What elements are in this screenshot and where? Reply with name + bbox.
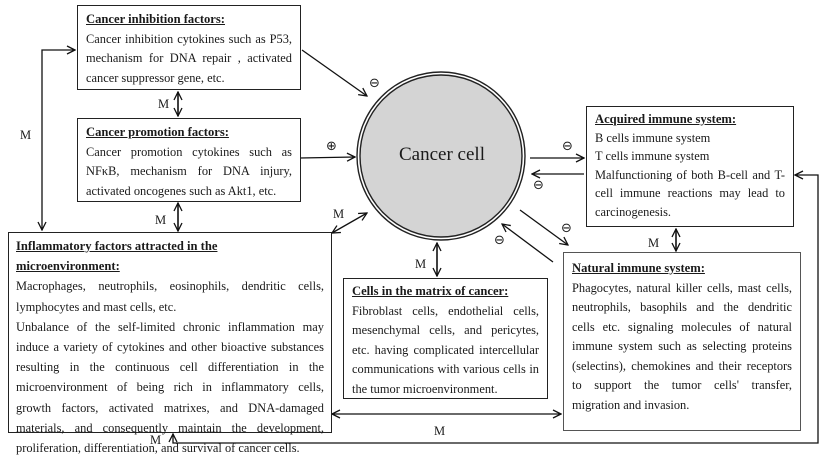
box-matrix-cells: Cells in the matrix of cancer: Fibroblas… <box>343 278 548 399</box>
m-label-promotion-inflammatory: M <box>155 213 167 227</box>
acquired-text: Malfunctioning of both B-cell and T-cell… <box>595 167 785 219</box>
acquired-title: Acquired immune system: <box>595 112 737 126</box>
m-label-inhibition-promotion: M <box>158 97 170 111</box>
m-label-bottom: M <box>434 424 446 438</box>
inhibit-symbol-natural-to-cell: ⊖ <box>494 233 505 248</box>
inflammatory-title: Inflammatory factors attracted in the mi… <box>16 239 218 274</box>
cancer-cell-label: Cancer cell <box>399 144 485 165</box>
inhibition-text: Cancer inhibition cytokines such as P53,… <box>86 31 292 85</box>
promote-symbol-promotion: ⊕ <box>326 139 337 154</box>
arrow-promotion-to-cell <box>299 157 355 158</box>
inhibit-symbol-cell-to-acquired: ⊖ <box>562 139 573 154</box>
promotion-title: Cancer promotion factors: <box>86 125 229 139</box>
inhibition-title: Cancer inhibition factors: <box>86 12 225 26</box>
m-label-acquired-natural: M <box>648 236 660 250</box>
arrow-right-loop <box>173 175 819 444</box>
inhibit-symbol-acquired-to-cell: ⊖ <box>533 178 544 193</box>
inhibit-symbol-cell-to-natural: ⊖ <box>561 221 572 236</box>
m-label-cell-matrix: M <box>415 257 427 271</box>
acquired-b-cells: B cells immune system <box>595 130 711 145</box>
box-cancer-promotion: Cancer promotion factors: Cancer promoti… <box>77 118 301 202</box>
acquired-t-cells: T cells immune system <box>595 149 710 164</box>
arrow-inhibition-to-cell <box>301 49 367 96</box>
box-natural-immune: Natural immune system: Phagocytes, natur… <box>563 252 801 431</box>
natural-text: Phagocytes, natural killer cells, mast c… <box>572 280 792 412</box>
box-inflammatory: Inflammatory factors attracted in the mi… <box>8 232 332 455</box>
natural-title: Natural immune system: <box>572 261 705 275</box>
matrix-title: Cells in the matrix of cancer: <box>352 284 509 298</box>
inhibit-symbol-inhibition: ⊖ <box>369 76 380 91</box>
box-acquired-immune: Acquired immune system: B cells immune s… <box>586 106 794 227</box>
m-label-right-loop: M <box>150 433 162 447</box>
arrow-left-loop <box>42 50 75 230</box>
inflammatory-description: Unbalance of the self-limited chronic in… <box>16 319 324 456</box>
m-label-inflammatory-cell: M <box>333 207 345 221</box>
promotion-text: Cancer promotion cytokines such as NFκB,… <box>86 144 292 198</box>
m-label-left-loop: M <box>20 128 32 142</box>
box-cancer-inhibition: Cancer inhibition factors: Cancer inhibi… <box>77 5 301 90</box>
arrow-natural-to-cell <box>502 224 554 263</box>
inflammatory-cells: Macrophages, neutrophils, eosinophils, d… <box>16 279 324 314</box>
matrix-text: Fibroblast cells, endothelial cells, mes… <box>352 303 539 396</box>
